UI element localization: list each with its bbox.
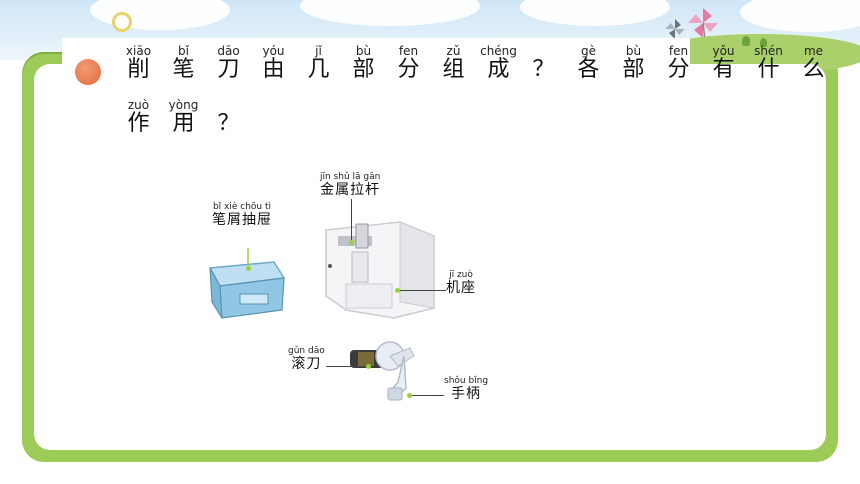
hanzi: 分: [667, 57, 690, 82]
label-metal-rod: jīn shǔ lā gān 金属拉杆: [320, 172, 381, 198]
pinyin-character: ？: [206, 98, 251, 136]
pinyin: fen: [668, 44, 689, 58]
sharpener-base-image: [325, 221, 435, 319]
label-handle: shǒu bǐng 手柄: [444, 376, 489, 402]
pinyin: bǐ: [178, 44, 189, 58]
label-roller: gǔn dāo 滚刀: [288, 346, 325, 372]
tree-icon: [742, 36, 750, 46]
leader-line: [398, 290, 446, 291]
hanzi: 成: [487, 57, 510, 82]
hanzi: 分: [397, 57, 420, 82]
flower-icon: [112, 12, 132, 32]
pinwheel-icon: [664, 18, 686, 40]
pinyin: fen: [398, 44, 419, 58]
pinyin: xiāo: [125, 44, 152, 58]
leader-line: [326, 366, 368, 367]
hanzi: 由: [262, 57, 285, 82]
leader-dot: [366, 364, 371, 369]
pinyin: shén: [754, 44, 783, 58]
hanzi: 用: [172, 111, 195, 136]
pinyin: gè: [581, 44, 596, 58]
pinyin: [206, 98, 251, 112]
leader-line: [351, 199, 352, 243]
pinyin: zuò: [127, 98, 150, 112]
hanzi: ？: [532, 57, 555, 82]
pinyin: jǐ: [315, 44, 322, 58]
hanzi: 部: [352, 57, 375, 82]
hanzi: 刀: [217, 57, 240, 82]
pinyin: dāo: [217, 44, 240, 58]
leader-dot: [246, 266, 251, 271]
label-drawer: bǐ xiè chōu tì 笔屑抽屉: [212, 202, 272, 228]
pinyin-character: ？: [521, 44, 566, 82]
hanzi: ？: [217, 111, 240, 136]
hanzi: 削: [127, 57, 150, 82]
hanzi: 组: [442, 57, 465, 82]
pinyin: yǒu: [712, 44, 735, 58]
pencil-shavings-drawer-image: [208, 248, 286, 319]
pinyin: bù: [355, 44, 372, 58]
handle-and-roller-image: [350, 341, 415, 401]
pinyin: me: [803, 44, 824, 58]
pinyin: [521, 44, 566, 58]
tree-icon: [760, 38, 767, 47]
hanzi: 什: [757, 57, 780, 82]
pinyin: yóu: [262, 44, 285, 58]
pinyin: bù: [625, 44, 642, 58]
hanzi: 么: [802, 57, 825, 82]
pinyin: zǔ: [446, 44, 461, 58]
hanzi: 各: [577, 57, 600, 82]
leader-line: [410, 395, 444, 396]
leader-dot: [395, 288, 400, 293]
hanzi: 笔: [172, 57, 195, 82]
hanzi: 有: [712, 57, 735, 82]
hanzi: 几: [307, 57, 330, 82]
hanzi: 部: [622, 57, 645, 82]
pinwheel-icon: [686, 6, 720, 41]
hanzi: 作: [127, 111, 150, 136]
label-base: jī zuò 机座: [446, 270, 476, 296]
leader-dot: [407, 393, 412, 398]
bullet-dot: [75, 59, 101, 85]
leader-dot: [349, 240, 354, 245]
pinyin: yòng: [168, 98, 199, 112]
pinyin: chéng: [480, 44, 517, 58]
title-tab: [62, 38, 690, 80]
